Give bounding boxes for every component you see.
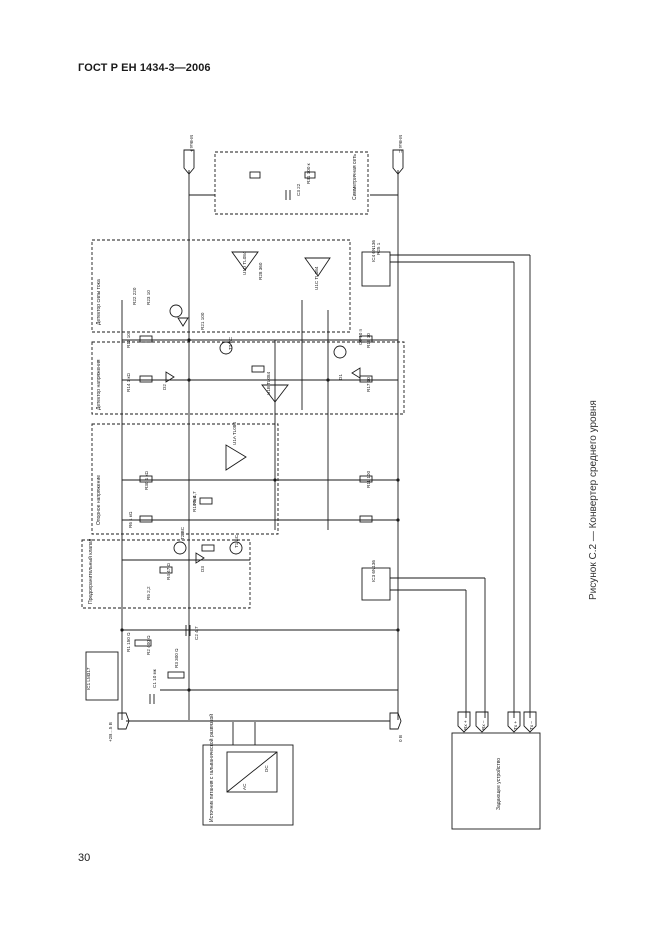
component-label-r3: R3 300 Ω [174,648,179,668]
transistor-t3 [219,341,233,355]
component-label-ic1: IC1 LM317 [86,667,91,690]
component-label-t3: T3 BC [228,336,233,350]
block-label-voltage-detector: Детектор напряжения [96,359,102,410]
component-label-r12: R12 10 [126,333,131,348]
block-label-reference: Опорное напряжение [96,475,102,525]
power-supply-box [202,744,294,826]
component-label-u1b: U1B TL084 [266,371,271,395]
block-label-protection: Предохранительный клапан [87,538,94,604]
transistor-t2 [173,541,187,555]
component-label-r11: R11 100 [366,471,371,488]
component-label-c2: C2 4,7 [194,626,199,640]
component-label-r4: R4 47 Ω [166,562,171,580]
component-label-t2: T2 BC [180,526,185,540]
terminal-rx-minus: Rx – [481,720,486,730]
component-label-r6: R6 1 кΩ [128,511,133,528]
component-label-r23: R23 10 [146,290,151,305]
opto-ic3-box [361,567,391,601]
opamp-u1a [225,444,247,471]
component-label-u1c: U1C TL084 [314,266,319,290]
component-label-group: R1 150 Ω R2 400 Ω R3 300 Ω R4 47 Ω R5 2,2 R6 … [86,162,381,690]
component-label-r22: R22 220 [132,287,137,305]
block-frame-protection [81,539,251,609]
component-label-r10: R10 5,6 [192,495,197,512]
terminal-gnd: 0 В [398,735,403,742]
component-label-t1: T1 BC [234,534,239,548]
component-label-u1d: U1D TL084 [242,251,247,275]
opamp-u1b [261,384,289,403]
block-frame-symmetry [214,151,369,215]
block-frame-voltage-detector [91,341,405,415]
terminal-rx-plus: Rx + [463,720,468,730]
component-label-r31: R31 100 к [306,162,311,184]
component-label-ic3: IC3 6N136 [371,560,376,582]
component-label-c6: C6 10 n [358,328,363,345]
component-label-r21: R21 100 [200,312,205,330]
psu-converter-box [226,751,278,793]
page-number: 30 [78,852,91,864]
block-frame-current-detector [91,239,351,333]
component-label-ic4: IC4 6N136 [371,240,376,262]
component-label-d3: D3 [200,566,205,572]
figure-caption: Рисунок С.2 — Конвертер среднего уровня [588,400,599,600]
block-label-power-supply: Источник питания с гальванической развяз… [208,714,215,822]
block-label-controller: Задающее устройство [495,758,502,810]
terminal-tx-plus: Tx + [513,721,518,730]
component-label-c1: C1 10 мк [152,668,157,688]
component-label-u1a: U1A TL084 [232,422,237,445]
terminal-mbus-plus: M-Bus + [189,135,194,153]
psu-dc-label: DC [264,765,269,772]
component-label-d2: D2 [162,384,167,390]
block-label-current-detector: Детектор силы тока [96,279,102,325]
component-label-c3: C3 22 [296,183,301,196]
block-label-symmetry: Симметричная сеть [352,154,358,200]
document-standard-header: ГОСТ Р ЕН 1434-3—2006 [78,62,211,74]
component-label-r5: R5 2,2 [146,586,151,600]
terminal-tx-minus: Tx – [529,721,534,730]
component-label-r25: R25 1 [376,242,381,255]
opamp-u1d [231,251,259,271]
block-frame-reference [91,423,279,535]
terminal-mbus-minus: M-Bus C [398,135,403,154]
component-label-r9: R9 4,7 [192,491,197,505]
controller-box [451,732,541,830]
component-label-r19: R19 10 [366,333,371,348]
component-label-d1: D1 [338,374,343,380]
component-label-r28: R28 360 [258,262,263,280]
opto-ic4-box [361,251,391,287]
terminal-supply-plus: +2В…5 В [108,722,113,742]
component-label-r30: R30 1 кΩ [144,470,149,490]
opamp-u1c [304,257,331,277]
component-label-r2: R2 400 Ω [146,635,151,655]
psu-ac-label: AC [242,783,247,790]
component-label-r1: R1 150 Ω [126,632,131,652]
component-label-r17: R17 10 [366,377,371,392]
transistor-t1 [229,541,243,555]
component-label-r14: R14 1 кΩ [126,372,131,392]
ic1-regulator-box [85,651,119,701]
